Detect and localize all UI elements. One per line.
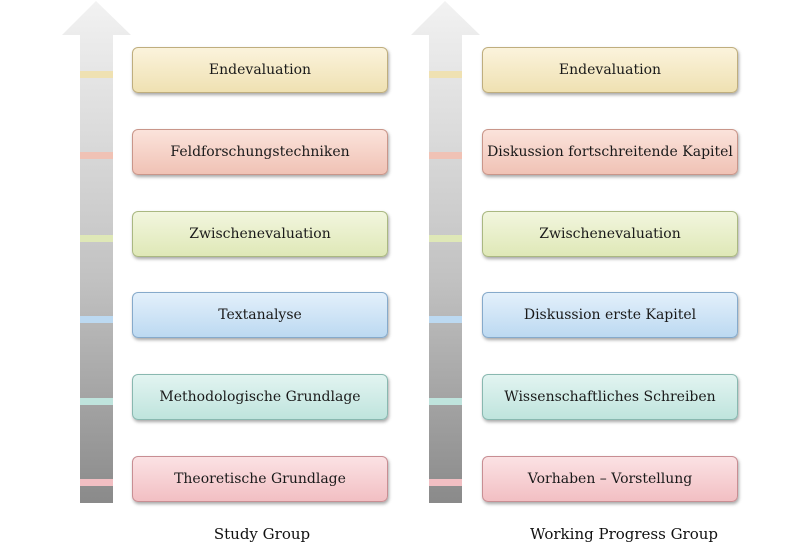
wpg-step-vorhaben-vorstellung: Vorhaben – Vorstellung xyxy=(482,456,738,502)
marker-step-3 xyxy=(429,316,462,323)
wpg-step-endevaluation: Endevaluation xyxy=(482,47,738,93)
marker-step-2 xyxy=(80,235,113,242)
study-step-endevaluation: Endevaluation xyxy=(132,47,388,93)
marker-step-5 xyxy=(80,479,113,486)
marker-step-4 xyxy=(429,398,462,405)
study-step-zwischenevaluation: Zwischenevaluation xyxy=(132,211,388,257)
study-group-label: Study Group xyxy=(213,525,311,543)
marker-step-0 xyxy=(429,71,462,78)
wpg-step-diskussion-fortschreitende-kapitel: Diskussion fortschreitende Kapitel xyxy=(482,129,738,175)
wpg-step-wissenschaftliches-schreiben: Wissenschaftliches Schreiben xyxy=(482,374,738,420)
marker-step-5 xyxy=(429,479,462,486)
working-progress-arrow xyxy=(411,1,480,503)
study-step-textanalyse: Textanalyse xyxy=(132,292,388,338)
wpg-step-zwischenevaluation: Zwischenevaluation xyxy=(482,211,738,257)
marker-step-2 xyxy=(429,235,462,242)
marker-step-3 xyxy=(80,316,113,323)
marker-step-1 xyxy=(429,152,462,159)
study-group-arrow xyxy=(62,1,131,503)
marker-step-1 xyxy=(80,152,113,159)
study-step-feldforschungstechniken: Feldforschungstechniken xyxy=(132,129,388,175)
wpg-step-diskussion-erste-kapitel: Diskussion erste Kapitel xyxy=(482,292,738,338)
marker-step-0 xyxy=(80,71,113,78)
study-step-theoretische-grundlage: Theoretische Grundlage xyxy=(132,456,388,502)
working-progress-group-label: Working Progress Group xyxy=(529,525,719,543)
marker-step-4 xyxy=(80,398,113,405)
study-step-methodologische-grundlage: Methodologische Grundlage xyxy=(132,374,388,420)
